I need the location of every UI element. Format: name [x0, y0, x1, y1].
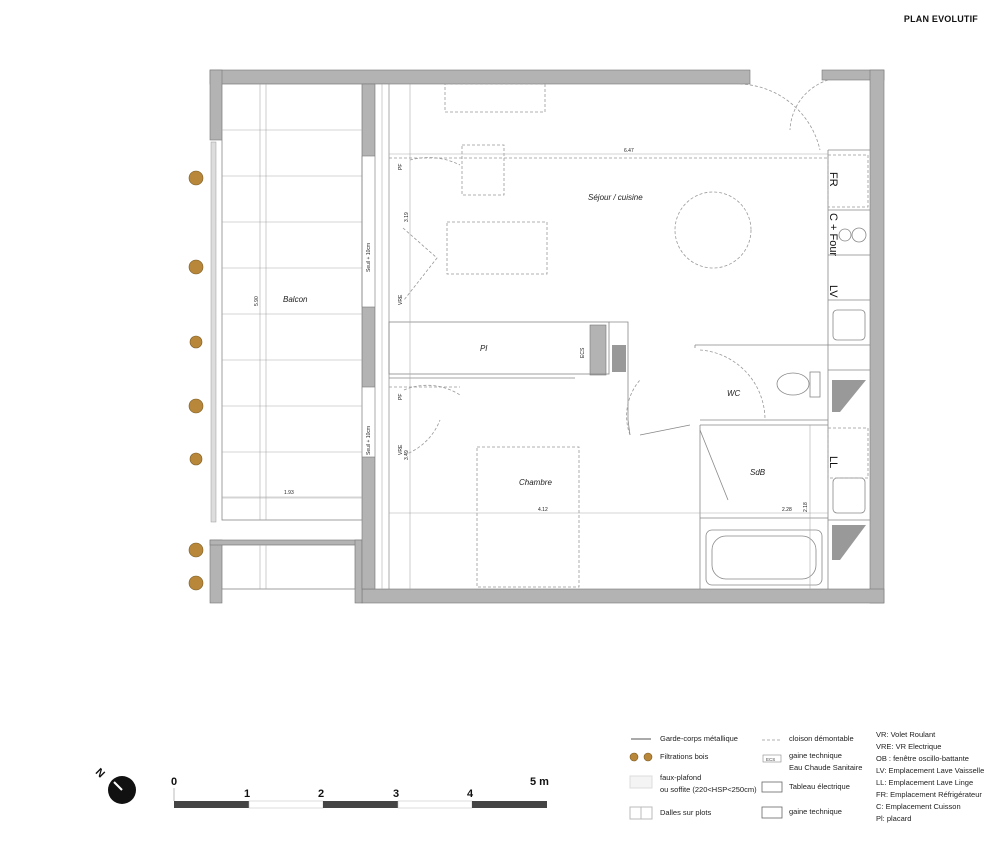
- wood-filtrations: [188, 170, 204, 591]
- label-vre: VRE: [398, 444, 404, 455]
- walls: [209, 69, 885, 604]
- dim-2-18: 2.18: [803, 502, 809, 512]
- legend-item: Eau Chaude Sanitaire: [789, 763, 863, 772]
- label-pf: PF: [398, 394, 404, 400]
- plan-title: PLAN EVOLUTIF: [903, 14, 978, 24]
- legend-item: ou soffite (220<HSP<250cm): [660, 785, 757, 794]
- room-label-sdb: SdB: [750, 468, 766, 477]
- legend-abbr: FR: Emplacement Réfrigérateur: [876, 790, 982, 799]
- label-fr: FR: [827, 172, 839, 187]
- scale-label: 5 m: [530, 776, 549, 788]
- scale-label: 0: [171, 776, 177, 788]
- room-label-placard: Pl: [480, 344, 487, 353]
- label-seuil: Seuil + 10cm: [366, 243, 372, 272]
- legend-abbr: VRE: VR Electrique: [876, 742, 942, 751]
- dim-3-19: 3.19: [404, 212, 410, 222]
- legend-abbr: VR: Volet Roulant: [876, 730, 936, 739]
- legend-item: faux-plafond: [660, 773, 702, 782]
- dim-1-93: 1.93: [284, 490, 294, 496]
- room-label-sejour: Séjour / cuisine: [588, 193, 643, 202]
- dimension-lines: [222, 84, 828, 589]
- label-seuil: Seuil + 10cm: [366, 426, 372, 455]
- scale-label: 4: [467, 788, 474, 800]
- legend-item: gaine technique: [789, 751, 842, 760]
- label-ll: LL: [827, 456, 839, 468]
- legend-abbr: OB : fenêtre oscillo-battante: [876, 754, 969, 763]
- ecs-label: ECS: [580, 347, 586, 358]
- scale-label: 3: [393, 788, 399, 800]
- wood-icon: [629, 752, 639, 762]
- wood-icon: [643, 752, 653, 762]
- north-arrow-icon: N: [93, 766, 136, 804]
- room-label-wc: WC: [727, 389, 741, 398]
- legend-item: gaine technique: [789, 807, 842, 816]
- dim-2-28: 2.28: [782, 507, 792, 513]
- dim-6-47: 6.47: [624, 148, 634, 154]
- railing: [210, 141, 217, 523]
- label-lv: LV: [827, 285, 839, 298]
- legend-abbr: LV: Emplacement Lave Vaisselle: [876, 766, 985, 775]
- north-label: N: [93, 766, 107, 780]
- furniture: [389, 79, 869, 588]
- legend-abbr: C: Emplacement Cuisson: [876, 802, 961, 811]
- legend-item: cloison démontable: [789, 734, 854, 743]
- svg-text:ECS: ECS: [766, 757, 775, 762]
- legend-item: Tableau électrique: [789, 782, 850, 791]
- legend-abbr: Pl: placard: [876, 814, 912, 823]
- window-strips: [374, 83, 390, 590]
- scale-label: 1: [244, 788, 250, 800]
- legend-symbols: ECS: [629, 738, 783, 820]
- legend-item: Garde-corps métallique: [660, 734, 738, 743]
- balcony: [210, 83, 363, 590]
- partitions: [388, 149, 870, 589]
- false-ceiling-icon: [629, 775, 653, 789]
- ecs-icon: [762, 754, 782, 763]
- room-label-chambre: Chambre: [519, 478, 552, 487]
- scale-label: 2: [318, 788, 324, 800]
- legend-abbr: LL: Emplacement Lave Linge: [876, 778, 974, 787]
- scale-bar: 0 1 2 3 4 5 m: [171, 776, 549, 809]
- label-c-four: C + Four: [827, 213, 839, 256]
- dim-4-12: 4.12: [538, 507, 548, 513]
- technical-shaft-icon: [761, 806, 783, 819]
- dim-3-49: 3.49: [404, 450, 410, 460]
- electrical-panel-icon: [761, 781, 783, 793]
- technical-shafts: [612, 345, 866, 560]
- legend-abbreviations: VR: Volet Roulant VRE: VR Electrique OB …: [876, 730, 984, 824]
- room-label-balcon: Balcon: [283, 295, 308, 304]
- dim-5-90: 5.90: [254, 296, 260, 306]
- legend-item: Dalles sur plots: [660, 808, 712, 817]
- label-pf: PF: [398, 164, 404, 170]
- legend-item: Filtrations bois: [660, 752, 709, 761]
- label-vre: VRE: [398, 294, 404, 305]
